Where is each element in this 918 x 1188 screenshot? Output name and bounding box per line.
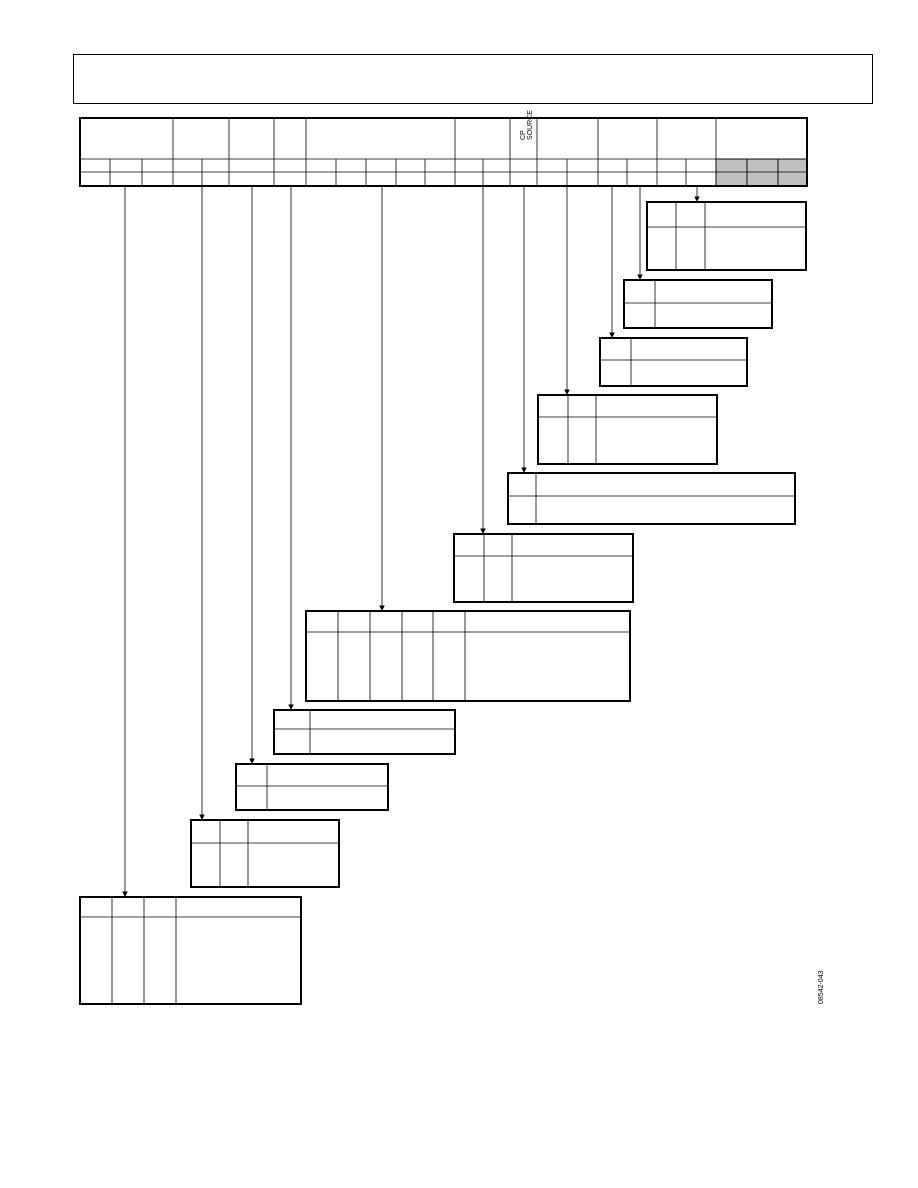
reserved-bit-cell [777, 158, 808, 187]
table-db8-db7 [537, 394, 718, 465]
field-group-separators [172, 118, 717, 186]
reserved-bit-cell [746, 158, 779, 187]
reserved-bit-cell [715, 158, 748, 187]
table-db16-db12 [305, 610, 631, 702]
connector-arrows [122, 186, 700, 897]
table-db5 [623, 279, 773, 329]
header-frame [73, 54, 873, 104]
table-db18 [235, 763, 389, 811]
table-db20-db19 [190, 819, 340, 888]
bit-separators [109, 159, 779, 186]
table-db17 [273, 709, 456, 755]
register-table-frame [79, 117, 808, 187]
table-db6 [599, 337, 748, 387]
table-db4-db3 [646, 201, 807, 271]
table-db23-db21 [79, 896, 302, 1005]
table-db11-db10 [453, 533, 634, 603]
register-table [79, 117, 808, 187]
table-db9 [507, 472, 796, 525]
